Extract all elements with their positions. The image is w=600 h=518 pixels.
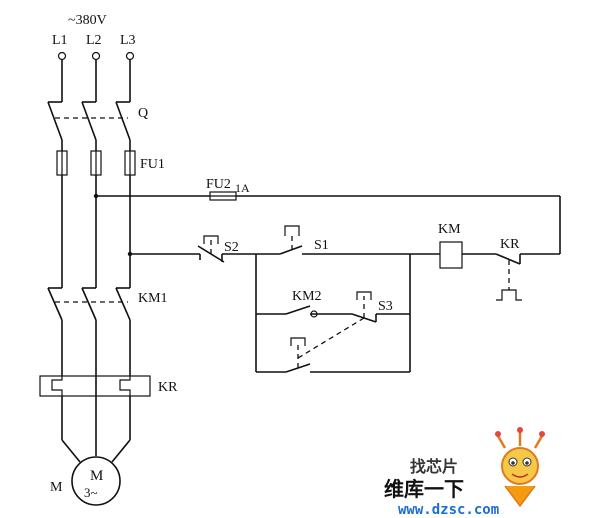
- watermark-brand: 维库一下: [384, 477, 464, 501]
- stop-button-s2-label: S2: [224, 240, 239, 255]
- watermark-url: www.dzsc.com: [398, 502, 499, 518]
- fuse-fu1: [56, 150, 136, 176]
- motor-letter: M: [90, 468, 103, 484]
- mascot-logo: [495, 427, 545, 508]
- jog-contact-bottom: [285, 337, 311, 373]
- contactor-coil-km-label: KM: [438, 222, 461, 237]
- phase-wires-fu1-km1: [61, 175, 131, 288]
- control-wires: [96, 195, 561, 373]
- fuse-fu2-label: FU2: [206, 177, 231, 192]
- main-contactor-km1-label: KM1: [138, 291, 168, 306]
- motor-phase: 3~: [84, 485, 98, 500]
- holding-contact-km2: [285, 305, 318, 318]
- supply-voltage-label: ~380V: [68, 13, 107, 28]
- phase-wires-kr-motor: [61, 396, 131, 463]
- fuse-fu2-rating: 1A: [235, 181, 250, 195]
- phase-label-l1: L1: [52, 33, 68, 48]
- start-button-s1: [279, 225, 303, 255]
- terminal-l1: [57, 51, 67, 61]
- fuse-fu1-label: FU1: [140, 157, 165, 172]
- watermark-top: 找芯片: [410, 457, 458, 476]
- terminal-l3: [125, 51, 135, 61]
- jog-button-s3: [297, 291, 377, 359]
- watermark: 找芯片 维库一下 www.dzsc.com: [384, 427, 545, 518]
- thermal-relay-contact-kr-label: KR: [500, 237, 520, 252]
- thermal-relay-contact-kr: [495, 253, 522, 301]
- start-button-s1-label: S1: [314, 238, 329, 253]
- phase-wires-top: [61, 60, 131, 102]
- phase-label-l3: L3: [120, 33, 136, 48]
- motor-circle: [71, 456, 121, 506]
- phase-label-l2: L2: [86, 33, 102, 48]
- terminal-l2: [91, 51, 101, 61]
- jog-button-s3-label: S3: [378, 299, 393, 314]
- stop-button-s2: [197, 235, 225, 263]
- motor-label: M: [50, 480, 63, 495]
- phase-wires-q-fu1: [61, 140, 131, 151]
- thermal-relay-kr-label: KR: [158, 380, 178, 395]
- holding-contact-km2-label: KM2: [292, 289, 322, 304]
- main-switch-label: Q: [138, 106, 148, 121]
- contactor-coil-km: [439, 241, 463, 269]
- main-switch-q: [47, 101, 131, 141]
- main-contactor-km1: [47, 287, 131, 321]
- thermal-relay-kr: [39, 375, 151, 397]
- phase-wires-km1-kr: [61, 320, 131, 376]
